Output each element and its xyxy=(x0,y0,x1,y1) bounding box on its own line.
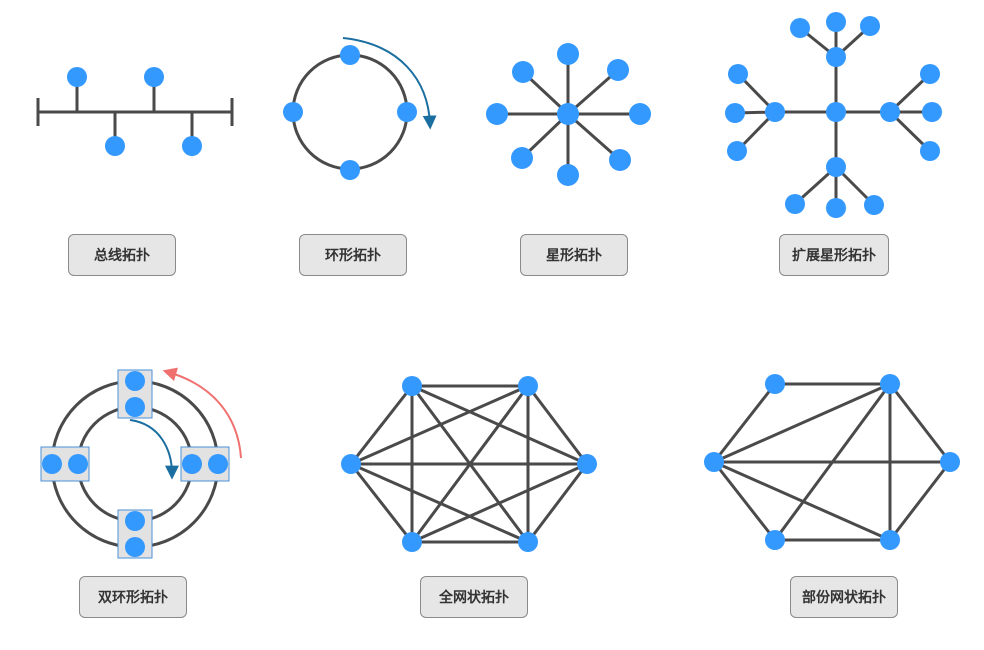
node xyxy=(728,64,748,84)
node xyxy=(785,194,805,214)
node xyxy=(125,511,145,531)
node xyxy=(512,61,534,83)
ring-direction-arrow xyxy=(342,37,437,130)
node xyxy=(402,376,422,396)
node xyxy=(725,103,745,123)
node xyxy=(577,454,597,474)
node xyxy=(182,136,202,156)
star-hub-node xyxy=(557,103,579,125)
full-mesh-topology xyxy=(341,376,597,552)
node xyxy=(208,454,228,474)
node xyxy=(765,530,785,550)
bus-topology xyxy=(36,77,234,146)
node xyxy=(940,452,960,472)
hub-node xyxy=(880,102,900,122)
node xyxy=(397,102,417,122)
node xyxy=(518,376,538,396)
extended-star-center-node xyxy=(826,102,846,122)
node xyxy=(880,530,900,550)
label-extended-star-topology: 扩展星形拓扑 xyxy=(779,234,889,276)
node xyxy=(557,164,579,186)
hub-node xyxy=(826,47,846,67)
node xyxy=(144,67,164,87)
node xyxy=(704,452,724,472)
node xyxy=(860,16,880,36)
hub-node xyxy=(765,102,785,122)
label-star-topology: 星形拓扑 xyxy=(520,234,628,276)
node xyxy=(629,103,651,125)
label-dual-ring-topology: 双环形拓扑 xyxy=(79,576,187,618)
ring-topology xyxy=(283,37,437,180)
label-partial-mesh-topology: 部份网状拓扑 xyxy=(790,576,898,618)
node xyxy=(68,454,88,474)
outer-ring-direction-arrow xyxy=(162,367,242,459)
dual-ring-topology xyxy=(40,367,242,559)
node xyxy=(67,67,87,87)
node xyxy=(125,397,145,417)
node xyxy=(340,45,360,65)
star-topology xyxy=(486,43,651,186)
inner-ring-link xyxy=(76,405,194,523)
node xyxy=(182,454,202,474)
node xyxy=(402,532,422,552)
node xyxy=(920,64,940,84)
ring-link xyxy=(291,53,409,171)
node xyxy=(125,371,145,391)
node xyxy=(557,43,579,65)
node xyxy=(607,59,629,81)
node xyxy=(920,141,940,161)
node xyxy=(340,160,360,180)
label-full-mesh-topology: 全网状拓扑 xyxy=(420,576,528,618)
node xyxy=(283,102,303,122)
partial-mesh-topology xyxy=(704,374,960,550)
node xyxy=(727,141,747,161)
node xyxy=(518,532,538,552)
node xyxy=(826,198,846,218)
node xyxy=(765,374,785,394)
node xyxy=(511,147,533,169)
label-bus-topology: 总线拓扑 xyxy=(68,234,176,276)
node xyxy=(922,102,942,122)
bus-nodes xyxy=(67,67,202,156)
node xyxy=(790,18,810,38)
node xyxy=(42,454,62,474)
inner-ring-direction-arrow xyxy=(129,419,179,480)
node xyxy=(105,136,125,156)
node xyxy=(341,454,361,474)
node xyxy=(486,103,508,125)
extended-star-topology xyxy=(725,12,942,218)
node xyxy=(826,12,846,32)
node xyxy=(125,537,145,557)
hub-node xyxy=(826,157,846,177)
label-ring-topology: 环形拓扑 xyxy=(299,234,407,276)
node xyxy=(880,374,900,394)
node xyxy=(864,195,884,215)
node xyxy=(609,149,631,171)
